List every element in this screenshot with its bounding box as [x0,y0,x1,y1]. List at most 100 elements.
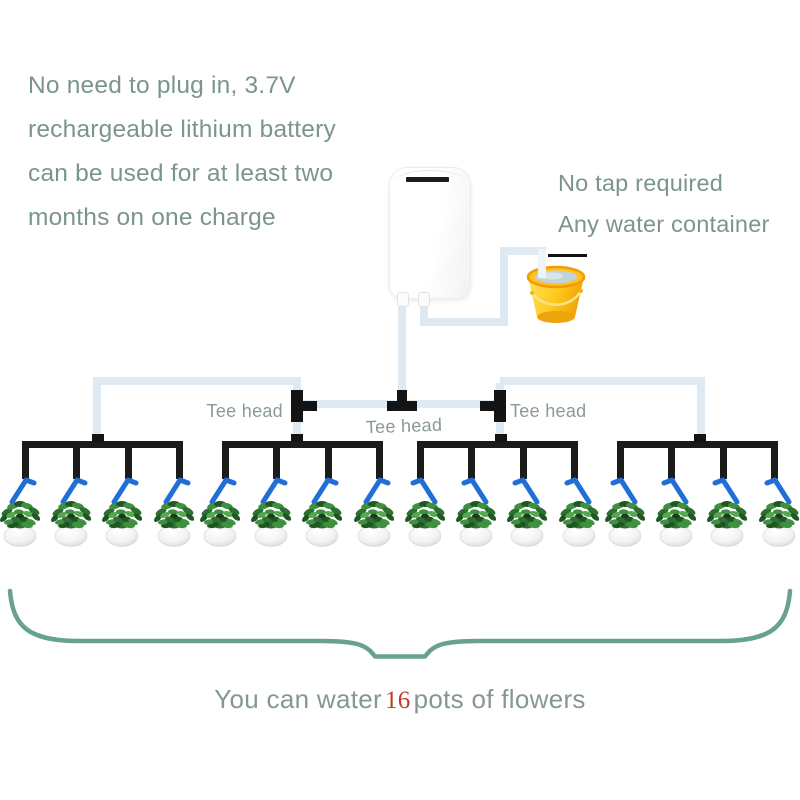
dripper-icon [764,477,791,504]
container-note-line: Any water container [558,211,770,237]
dripper-icon [712,477,740,504]
plant-leaves [758,501,799,529]
dripper-icon [564,477,591,504]
tube-left-branch [93,377,301,385]
plant-leaves [250,501,291,529]
caption-suffix: pots of flowers [413,684,586,714]
plant-leaves [0,501,40,529]
container-note: No tap required Any water container [558,163,798,245]
plant-pot-icon [199,501,240,547]
pot-group [0,441,194,553]
tube-suction-riser [500,251,508,326]
dripper-icon [60,477,88,504]
manifold-connector [92,434,104,442]
manifold-tube [222,441,383,448]
plant-leaves [302,501,343,529]
tube-right-branch [500,377,705,385]
plant-drop-unit [552,448,599,550]
tee-connector-right-bar [494,390,506,422]
tube-left-drop [93,383,101,438]
plant-pot-icon [707,501,748,547]
manifold-tube [617,441,778,448]
pot-group [604,441,799,553]
plant-pot-icon [758,501,799,547]
plant-pot-icon [604,501,645,547]
plant-drop-unit [598,448,645,550]
plant-leaves [507,501,548,529]
caption-prefix: You can water [214,684,382,714]
drop-tube [571,448,578,479]
pump-device [389,167,471,299]
dripper-icon [111,477,139,504]
dripper-icon [410,477,437,504]
tube-left-tee-up [293,383,301,395]
plant-leaves [455,501,496,529]
plant-leaves [404,501,445,529]
plant-drop-unit [250,448,300,550]
tee-connector-center-stub [397,390,407,402]
pot-group [199,441,394,553]
drop-tube [519,448,527,479]
tube-into-bucket [538,249,546,278]
plant-pot-icon [455,501,496,547]
dripper-icon [163,477,190,504]
tube-suction-down [420,300,428,326]
tee-head-label-center: Tee head [365,414,443,438]
plant-leaves [50,501,91,529]
manifold-tube [22,441,183,448]
dripper-icon [311,477,339,504]
battery-note-line: months on one charge [28,204,276,231]
drop-tube [273,448,281,479]
battery-note: No need to plug in, 3.7V rechargeable li… [28,64,388,240]
drop-tube [73,448,81,479]
plant-leaves [199,501,240,529]
tee-connector-center-bar [387,401,417,411]
pump-vent-slot [406,177,449,182]
dripper-icon [363,477,390,504]
drop-tube [124,448,132,479]
plant-leaves [655,501,696,529]
plant-drop-unit [102,448,151,550]
plant-drop-unit [752,448,799,550]
plant-leaves [102,501,143,529]
pump-outlet-nozzle [397,292,409,307]
tube-pump-drop [398,300,406,402]
dripper-icon [610,477,637,504]
dripper-icon [512,477,540,504]
dripper-icon [260,477,288,504]
manifold-tube [417,441,578,448]
plant-pot-icon [507,501,548,547]
plant-drop-unit [449,448,496,550]
plant-drop-unit [153,448,203,550]
drop-tube [468,448,476,479]
plant-pot-icon [404,501,445,547]
pot-group [404,441,599,553]
irrigation-row [0,441,800,556]
tube-right-tee-down [496,408,504,438]
drop-tube [668,448,676,479]
plant-pot-icon [250,501,291,547]
pump-top-seam [393,170,467,197]
water-level-dash [548,254,587,257]
plant-pot-icon [353,501,394,547]
plant-leaves [353,501,394,529]
container-note-line: No tap required [558,170,723,196]
plant-drop-unit [50,448,100,550]
plant-pot-icon [50,501,91,547]
drop-tube [617,448,624,479]
dripper-icon [209,477,236,504]
tee-head-label-left: Tee head [206,401,283,421]
drop-tube [176,448,183,479]
bucket-icon [526,265,586,323]
plant-drop-unit [199,448,249,550]
plant-drop-unit [353,448,403,550]
pot-count: 16 [384,687,411,714]
plant-drop-unit [700,448,748,550]
tube-suction-top [500,247,546,255]
dripper-icon [661,477,689,504]
pump-inlet-nozzle [418,292,430,307]
dripper-icon [9,477,36,504]
plant-drop-unit [0,448,49,550]
